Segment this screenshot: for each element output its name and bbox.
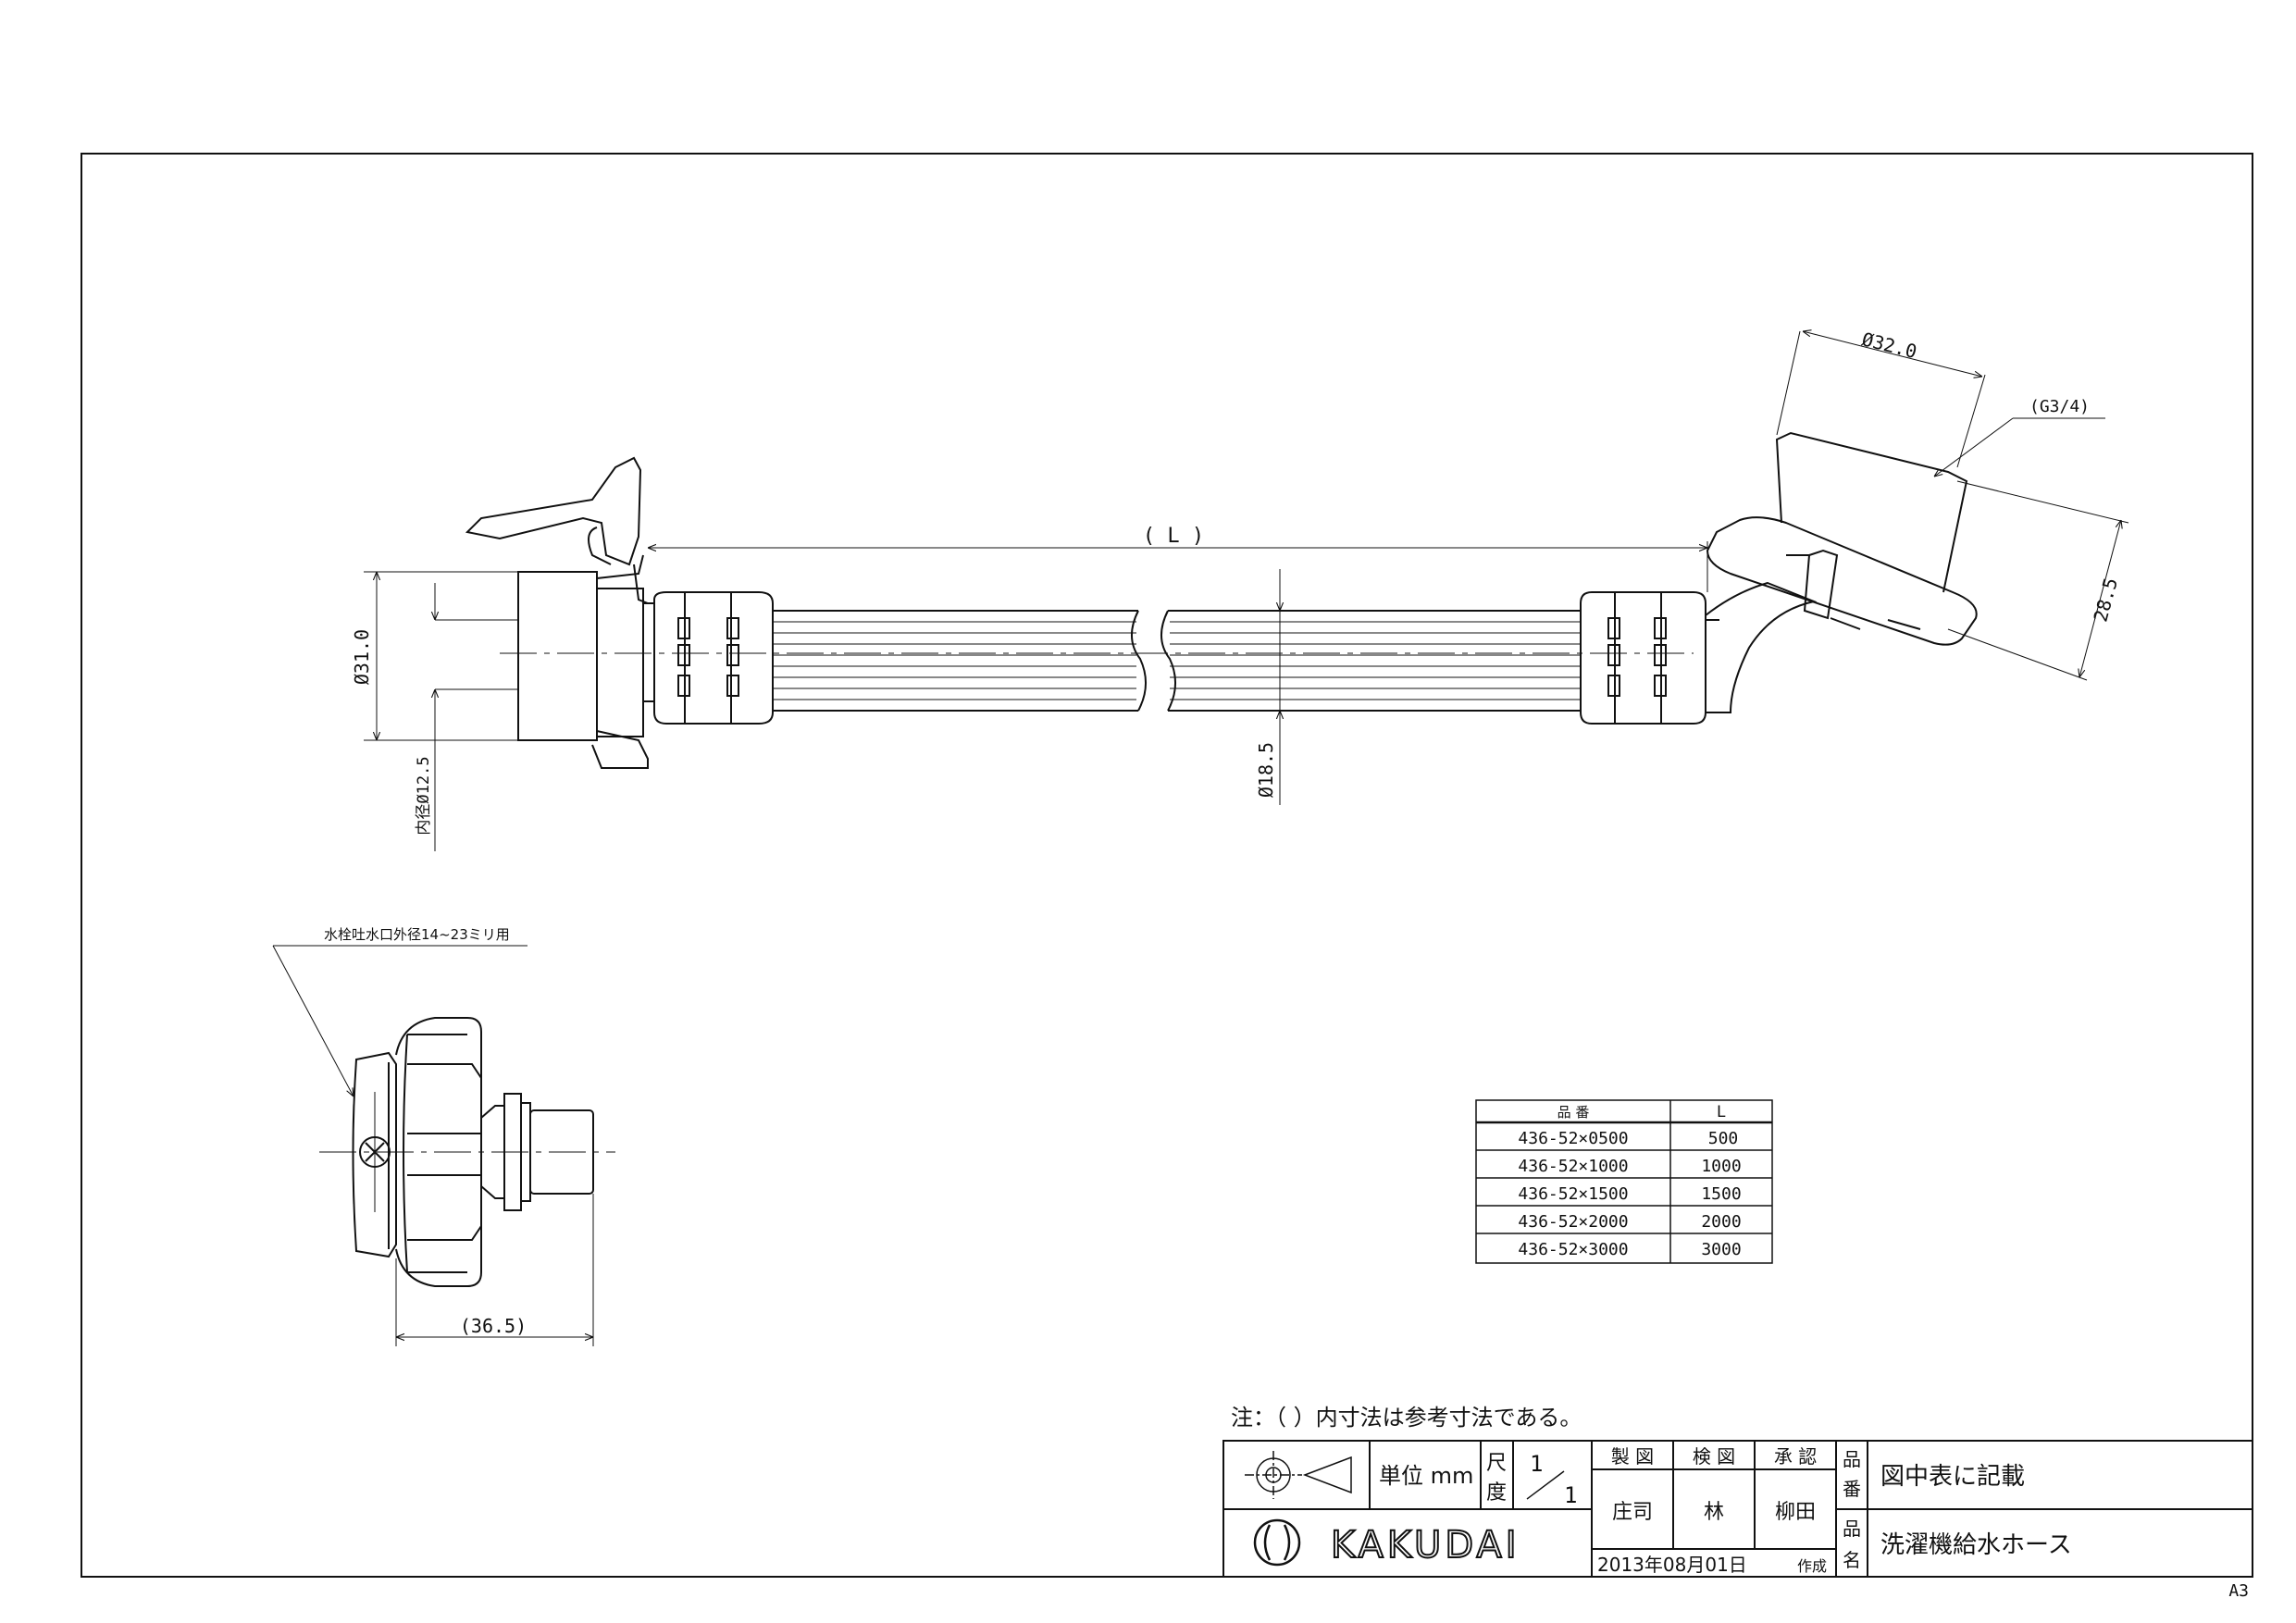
table-cell-part-no: 436-52×2000 — [1518, 1212, 1628, 1232]
header-approved: 承 認 — [1774, 1445, 1817, 1468]
scale-label-1: 尺 — [1486, 1452, 1507, 1475]
faucet-adapter-view — [319, 1017, 615, 1287]
hose-side-view — [465, 431, 1978, 769]
table-cell-part-no: 436-52×1000 — [1518, 1157, 1628, 1176]
name-approved: 柳田 — [1775, 1501, 1816, 1524]
sheet-border — [81, 153, 2253, 1578]
dim-inner-dia: 内径Ø12.5 — [415, 756, 433, 835]
part-name-value: 洗濯機給水ホース — [1880, 1531, 2072, 1559]
table-row: 436-52×1000 1000 — [1518, 1157, 1741, 1176]
created-label: 作成 — [1797, 1557, 1827, 1575]
faucet-note: 水栓吐水口外径14~23ミリ用 — [324, 926, 510, 943]
sheet-size: A3 — [2228, 1581, 2249, 1601]
dim-dia-31: Ø31.0 — [351, 629, 373, 685]
scale-denominator: 1 — [1564, 1482, 1577, 1508]
part-name-label-1: 品 — [1843, 1518, 1861, 1540]
reference-dimension-note: 注：（ ）内寸法は参考寸法である。 — [1231, 1405, 1582, 1431]
table-cell-part-no: 436-52×1500 — [1518, 1184, 1628, 1204]
header-drafted: 製 図 — [1611, 1445, 1654, 1468]
dim-36-5: (36.5) — [460, 1315, 527, 1337]
projection-symbol-icon — [1245, 1451, 1352, 1499]
table-header-part-no: 品 番 — [1558, 1104, 1590, 1121]
unit-label: 単位 mm — [1379, 1463, 1473, 1489]
table-row: 436-52×0500 500 — [1518, 1129, 1738, 1148]
dimension-lines — [364, 331, 2129, 851]
dim-dia-18-5: Ø18.5 — [1255, 742, 1277, 798]
table-row: 436-52×3000 3000 — [1518, 1240, 1741, 1259]
dim-28-5: 28.5 — [2089, 576, 2122, 625]
title-block: 単位 mm 尺 度 1 1 製 図 検 図 承 認 庄司 林 柳田 2013年0… — [1222, 1440, 2253, 1578]
table-row: 436-52×1500 1500 — [1518, 1184, 1741, 1204]
table-cell-length: 500 — [1708, 1129, 1739, 1148]
table-cell-length: 1500 — [1701, 1184, 1741, 1204]
dim-L: ( L ) — [1143, 525, 1204, 548]
table-cell-length: 3000 — [1701, 1240, 1741, 1259]
table-cell-part-no: 436-52×3000 — [1518, 1240, 1628, 1259]
part-no-value: 図中表に記載 — [1880, 1463, 2025, 1491]
dim-g34: (G3/4) — [2029, 397, 2090, 416]
table-cell-length: 2000 — [1701, 1212, 1741, 1232]
table-cell-part-no: 436-52×0500 — [1518, 1129, 1628, 1148]
table-row: 436-52×2000 2000 — [1518, 1212, 1741, 1232]
parts-table: 品 番 L 436-52×0500 500 436-52×1000 1000 4… — [1475, 1099, 1773, 1264]
header-checked: 検 図 — [1693, 1445, 1735, 1468]
part-name-label-2: 名 — [1843, 1549, 1861, 1571]
scale-label-2: 度 — [1486, 1481, 1507, 1505]
table-header-L: L — [1717, 1103, 1726, 1121]
scale-numerator: 1 — [1530, 1451, 1543, 1477]
name-drafted: 庄司 — [1612, 1501, 1653, 1524]
kakudai-logo-icon — [1253, 1518, 1301, 1567]
part-no-label-2: 番 — [1843, 1478, 1861, 1500]
part-no-label-1: 品 — [1843, 1448, 1861, 1470]
name-checked: 林 — [1704, 1501, 1724, 1524]
faucet-dimension-lines — [272, 945, 594, 1346]
scale-slash — [1526, 1470, 1565, 1500]
drawing-date: 2013年08月01日 — [1597, 1554, 1747, 1576]
table-cell-length: 1000 — [1701, 1157, 1741, 1176]
company-logo: KAKUDAI — [1331, 1524, 1520, 1567]
dim-dia-32: Ø32.0 — [1860, 328, 1919, 363]
